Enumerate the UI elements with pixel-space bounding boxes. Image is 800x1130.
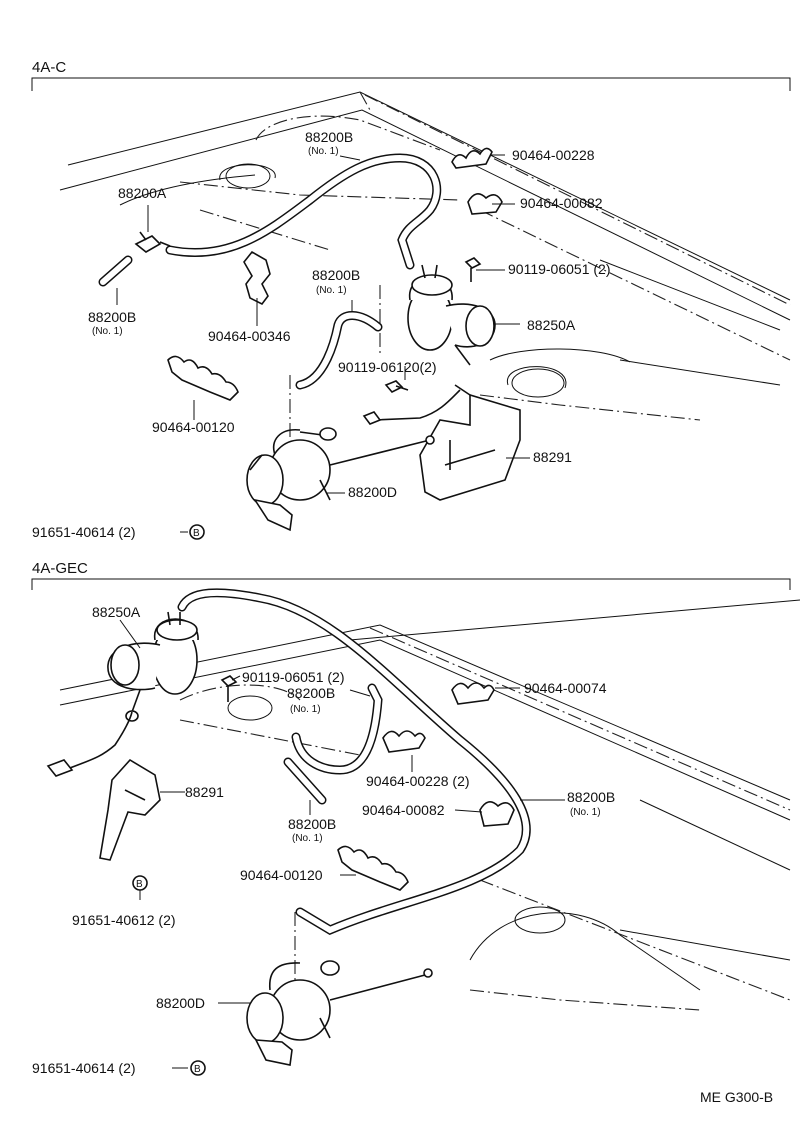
clip-90464-00074 bbox=[451, 682, 495, 705]
section-title-4a-c: 4A-C bbox=[32, 59, 66, 76]
label-88250a: 88250A bbox=[92, 604, 141, 620]
bracket-88291 bbox=[99, 758, 161, 861]
badge-b-circle bbox=[132, 875, 148, 891]
clip-90464-00082 bbox=[467, 193, 503, 215]
labels-4a-gec: 88250A 90119-06051 (2) 88200B (No. 1) 90… bbox=[32, 604, 615, 1076]
label-88200b-mid-sub: (No. 1) bbox=[316, 285, 347, 296]
clip-90464-00228 bbox=[451, 147, 493, 169]
screw-90119-06051 bbox=[464, 257, 482, 282]
section-frame bbox=[31, 77, 791, 91]
servo-88200d bbox=[246, 439, 331, 532]
badge-b-circle bbox=[190, 1060, 206, 1076]
hose-88200b-top bbox=[165, 153, 442, 270]
label-90464-00120: 90464-00120 bbox=[240, 867, 323, 883]
hose-88200b-left bbox=[98, 255, 133, 287]
label-90464-00082: 90464-00082 bbox=[362, 802, 445, 818]
connector-88200a bbox=[134, 231, 171, 253]
section-4a-c: 4A-C bbox=[31, 59, 791, 533]
label-90119-06051: 90119-06051 (2) bbox=[508, 261, 610, 277]
label-88200b-left: 88200B bbox=[88, 309, 136, 325]
hose-88200b-long bbox=[177, 588, 531, 936]
label-88291: 88291 bbox=[533, 449, 572, 465]
label-90464-00228: 90464-00228 (2) bbox=[366, 773, 470, 789]
hose-88200b-short bbox=[283, 757, 327, 805]
label-88200b-mid: 88200B bbox=[287, 685, 335, 701]
label-88200b-top: 88200B bbox=[305, 129, 353, 145]
section-frame bbox=[31, 578, 791, 590]
badge-b-circle bbox=[189, 524, 205, 540]
badge-b: B bbox=[193, 528, 200, 539]
label-90464-00346: 90464-00346 bbox=[208, 328, 291, 344]
label-90464-00228: 90464-00228 bbox=[512, 147, 595, 163]
label-88200b-left-sub: (No. 1) bbox=[292, 833, 323, 844]
label-90119-06120: 90119-06120(2) bbox=[338, 359, 437, 375]
label-88200a: 88200A bbox=[118, 185, 167, 201]
wire-harness-top bbox=[273, 389, 461, 466]
actuator-88250a bbox=[407, 264, 496, 366]
hose-88200b-mid bbox=[291, 683, 383, 775]
bracket-88291 bbox=[419, 384, 521, 501]
label-91651-40614: 91651-40614 (2) bbox=[32, 524, 136, 540]
badge-b: B bbox=[194, 1064, 201, 1075]
screw-90119-06051 bbox=[220, 675, 238, 702]
clip-90464-00120 bbox=[167, 355, 239, 401]
screw-90119-06120 bbox=[384, 380, 409, 393]
label-91651-40614: 91651-40614 (2) bbox=[32, 1060, 136, 1076]
leader-lines-top bbox=[116, 154, 530, 533]
servo-88200d bbox=[246, 960, 433, 1066]
label-90464-00120: 90464-00120 bbox=[152, 419, 235, 435]
label-90464-00074: 90464-00074 bbox=[524, 680, 607, 696]
label-91651-40612: 91651-40612 (2) bbox=[72, 912, 176, 928]
clip-90464-00346 bbox=[243, 250, 271, 306]
actuator-88250a bbox=[107, 611, 199, 722]
label-88200b-top-sub: (No. 1) bbox=[308, 146, 339, 157]
diagram-code: ME G300-B bbox=[700, 1089, 773, 1105]
section-title-4a-gec: 4A-GEC bbox=[32, 560, 88, 577]
badge-b: B bbox=[136, 879, 143, 890]
label-88200b-mid: 88200B bbox=[312, 267, 360, 283]
label-90119-06051: 90119-06051 (2) bbox=[242, 669, 344, 685]
label-88250a: 88250A bbox=[527, 317, 576, 333]
wire-harness-bottom bbox=[46, 711, 133, 777]
label-88200d: 88200D bbox=[348, 484, 397, 500]
label-88200b-right-sub: (No. 1) bbox=[570, 807, 601, 818]
label-88200b-right: 88200B bbox=[567, 789, 615, 805]
labels-4a-c: 88200B (No. 1) 88200A 88200B (No. 1) 882… bbox=[32, 129, 610, 540]
clip-90464-00082 bbox=[479, 801, 515, 827]
label-88291: 88291 bbox=[185, 784, 224, 800]
label-90464-00082: 90464-00082 bbox=[520, 195, 603, 211]
label-88200d: 88200D bbox=[156, 995, 205, 1011]
body-outline bbox=[59, 91, 791, 470]
label-88200b-mid-sub: (No. 1) bbox=[290, 704, 321, 715]
clip-90464-00120 bbox=[337, 845, 409, 891]
hose-88200b-mid bbox=[295, 311, 383, 390]
label-88200b-left: 88200B bbox=[288, 816, 336, 832]
label-88200b-left-sub: (No. 1) bbox=[92, 326, 123, 337]
section-4a-gec: 4A-GEC bbox=[31, 560, 800, 1069]
clip-90464-00228 bbox=[382, 730, 426, 753]
